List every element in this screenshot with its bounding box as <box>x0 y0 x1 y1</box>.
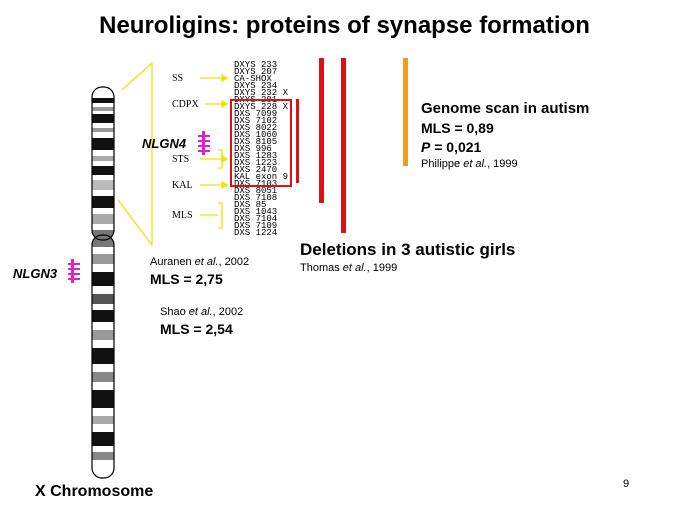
genome-scan-bar <box>403 58 408 166</box>
deletions-heading: Deletions in 3 autistic girls <box>300 240 515 260</box>
auranen-citation: Auranen et al., 2002 <box>150 256 249 268</box>
region-label-kal: KAL <box>172 180 193 191</box>
p-value-text: = 0,021 <box>430 139 481 155</box>
citation-etal: et al. <box>343 262 367 274</box>
region-label-cdpx: CDPX <box>172 99 199 110</box>
genome-scan-p-value: P = 0,021 <box>421 139 589 155</box>
citation-etal: et al. <box>195 256 219 268</box>
deletion-bar-2 <box>341 58 346 233</box>
nlgn4-marker-highlight-box <box>230 99 292 187</box>
genome-scan-block: Genome scan in autism MLS = 0,89 P = 0,0… <box>421 100 589 170</box>
deletions-block: Deletions in 3 autistic girls Thomas et … <box>300 240 515 274</box>
citation-year: , 1999 <box>487 158 518 170</box>
region-label-ss: SS <box>172 73 183 84</box>
citation-etal: et al. <box>463 158 487 170</box>
deletion-bar-1 <box>319 58 324 203</box>
gene-label-nlgn4: NLGN4 <box>142 136 186 151</box>
nlgn4-gene-marker-icon <box>198 131 216 155</box>
shao-citation: Shao et al., 2002 <box>160 306 243 318</box>
page-number: 9 <box>623 478 629 490</box>
marker-item: DXS 1224 <box>234 230 288 237</box>
citation-year: , 2002 <box>219 256 250 268</box>
citation-author: Shao <box>160 306 189 318</box>
chromosome-label: X Chromosome <box>35 483 153 501</box>
genome-scan-citation: Philippe et al., 1999 <box>421 158 589 170</box>
auranen-block: Auranen et al., 2002 MLS = 2,75 <box>150 256 249 287</box>
auranen-mls: MLS = 2,75 <box>150 271 249 287</box>
genome-scan-mls: MLS = 0,89 <box>421 120 589 136</box>
citation-author: Philippe <box>421 158 463 170</box>
deletions-citation: Thomas et al., 1999 <box>300 262 515 274</box>
p-symbol: P <box>421 139 430 155</box>
nlgn3-gene-marker-icon <box>68 259 86 283</box>
citation-author: Thomas <box>300 262 343 274</box>
shao-block: Shao et al., 2002 MLS = 2,54 <box>160 306 243 337</box>
gene-label-nlgn3: NLGN3 <box>13 266 57 281</box>
citation-year: , 1999 <box>367 262 398 274</box>
genome-scan-heading: Genome scan in autism <box>421 100 589 117</box>
citation-etal: et al. <box>189 306 213 318</box>
citation-author: Auranen <box>150 256 195 268</box>
citation-year: , 2002 <box>213 306 244 318</box>
shao-mls: MLS = 2,54 <box>160 321 243 337</box>
region-label-sts: STS <box>172 154 189 165</box>
region-label-mls: MLS <box>172 210 193 221</box>
nlgn4-interval-bar <box>296 99 299 183</box>
